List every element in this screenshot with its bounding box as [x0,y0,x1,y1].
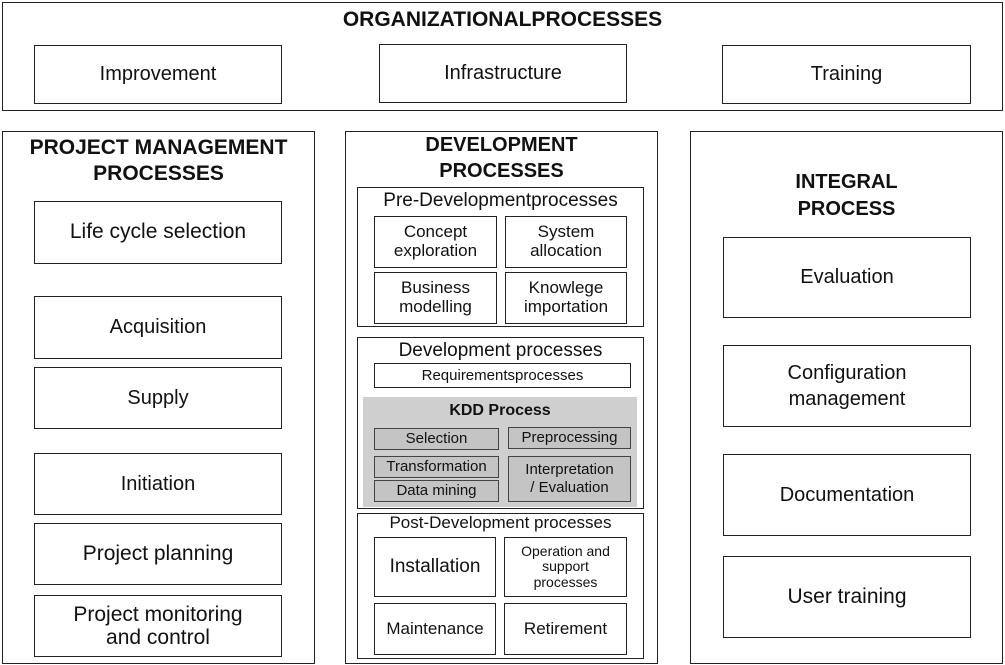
user-training-box: User training [723,556,971,638]
transformation-box: Transformation [374,456,499,478]
business-modelling-box: Business modelling [374,272,497,324]
post-development-title: Post-Development processes [389,513,612,532]
infrastructure-box: Infrastructure [379,44,627,103]
configuration-management-box: Configuration management [723,345,971,427]
pre-development-title: Pre-Developmentprocesses [383,190,618,211]
requirements-processes-box: Requirementsprocesses [374,363,631,388]
interpretation-evaluation-box: Interpretation / Evaluation [508,456,631,502]
development-title-line2: PROCESSES [439,160,564,182]
acquisition-box: Acquisition [34,296,282,359]
documentation-box: Documentation [723,454,971,536]
concept-exploration-box: Concept exploration [374,216,497,268]
project-planning-box: Project planning [34,523,282,585]
system-allocation-box: System allocation [505,216,627,268]
life-cycle-selection-box: Life cycle selection [34,201,282,264]
project-management-title-line1: PROJECT MANAGEMENT [29,136,288,159]
retirement-box: Retirement [504,603,627,655]
operation-support-box: Operation and support processes [504,537,627,597]
project-monitoring-box: Project monitoring and control [34,595,282,657]
development-subpanel-title: Development processes [398,340,603,361]
project-management-title-line2: PROCESSES [93,162,224,185]
evaluation-box: Evaluation [723,237,971,318]
initiation-box: Initiation [34,453,282,515]
integral-title-line2: PROCESS [797,198,896,220]
maintenance-box: Maintenance [374,603,496,655]
training-box: Training [722,45,971,104]
improvement-box: Improvement [34,45,282,104]
preprocessing-box: Preprocessing [508,427,631,449]
selection-box: Selection [374,428,499,450]
integral-title-line1: INTEGRAL [795,171,898,193]
supply-box: Supply [34,367,282,429]
development-title-line1: DEVELOPMENT [425,134,578,156]
installation-box: Installation [374,537,496,597]
data-mining-box: Data mining [374,480,499,502]
knowlege-importation-box: Knowlege importation [505,272,627,324]
kdd-process-title: KDD Process [449,402,551,419]
organizational-processes-title: ORGANIZATIONALPROCESSES [342,8,663,31]
